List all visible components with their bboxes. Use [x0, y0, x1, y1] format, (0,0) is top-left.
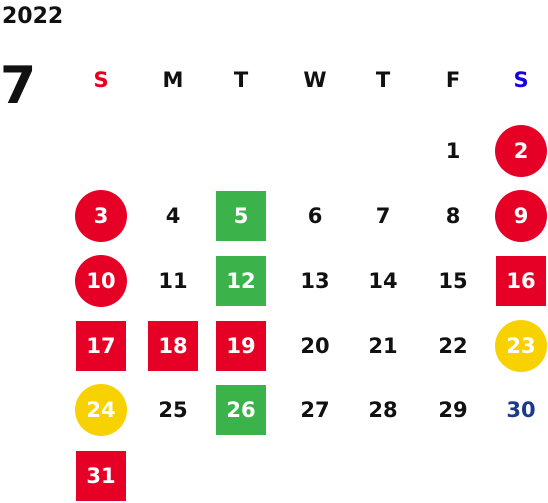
calendar-day[interactable]: 6	[307, 204, 323, 228]
weekday-sat: S	[513, 68, 529, 92]
calendar-day[interactable]: 1	[445, 139, 461, 163]
weekday-mon: M	[162, 68, 184, 92]
calendar-day[interactable]: 21	[368, 334, 398, 358]
calendar-day-holiday[interactable]: 9	[495, 190, 547, 242]
calendar-day-holiday[interactable]: 16	[496, 256, 546, 306]
calendar-day[interactable]: 15	[438, 269, 468, 293]
calendar-day-holiday[interactable]: 31	[76, 451, 126, 501]
month-number: 7	[0, 56, 37, 116]
calendar-day-holiday[interactable]: 3	[75, 190, 127, 242]
weekday-tue: T	[233, 68, 249, 92]
calendar-day-highlight[interactable]: 23	[495, 320, 547, 372]
calendar-day-event[interactable]: 26	[216, 385, 266, 435]
calendar-day-holiday[interactable]: 17	[76, 321, 126, 371]
calendar-day-holiday[interactable]: 2	[495, 125, 547, 177]
calendar-day[interactable]: 28	[368, 398, 398, 422]
calendar-day-holiday[interactable]: 10	[75, 255, 127, 307]
calendar-day[interactable]: 8	[445, 204, 461, 228]
calendar-day-saturday[interactable]: 30	[506, 398, 536, 422]
calendar-day-event[interactable]: 12	[216, 256, 266, 306]
weekday-fri: F	[445, 68, 461, 92]
calendar-day-holiday[interactable]: 18	[148, 321, 198, 371]
calendar-day[interactable]: 22	[438, 334, 468, 358]
calendar-day[interactable]: 27	[300, 398, 330, 422]
calendar-day-holiday[interactable]: 19	[216, 321, 266, 371]
calendar-day[interactable]: 20	[300, 334, 330, 358]
calendar-day[interactable]: 11	[158, 269, 188, 293]
calendar-day[interactable]: 14	[368, 269, 398, 293]
calendar-day[interactable]: 29	[438, 398, 468, 422]
calendar-day[interactable]: 13	[300, 269, 330, 293]
calendar-day-highlight[interactable]: 24	[75, 384, 127, 436]
calendar-day[interactable]: 7	[375, 204, 391, 228]
year-label: 2022	[2, 4, 64, 29]
calendar-day[interactable]: 25	[158, 398, 188, 422]
calendar-day[interactable]: 4	[165, 204, 181, 228]
calendar-day-event[interactable]: 5	[216, 191, 266, 241]
weekday-wed: W	[303, 68, 327, 92]
weekday-thu: T	[375, 68, 391, 92]
weekday-sun: S	[93, 68, 109, 92]
